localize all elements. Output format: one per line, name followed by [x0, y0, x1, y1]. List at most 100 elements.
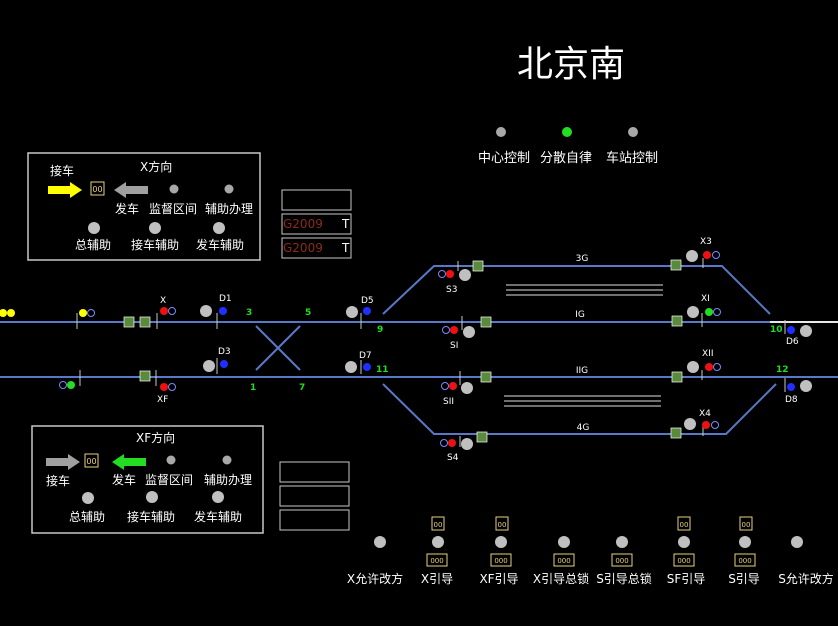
- train-window-3[interactable]: [279, 461, 350, 483]
- switch-12[interactable]: 12: [776, 365, 789, 375]
- x-guide-button[interactable]: [432, 536, 444, 548]
- approach-lamp-green: [67, 381, 75, 389]
- route-button-s3[interactable]: [472, 260, 484, 272]
- x-count: 00: [92, 185, 102, 194]
- platform-lower: [504, 395, 661, 407]
- distributed-control-lamp[interactable]: [562, 127, 572, 137]
- signal-si[interactable]: SI: [442, 326, 476, 351]
- signal-d3[interactable]: D3: [203, 347, 231, 372]
- switch-5[interactable]: 5: [305, 308, 311, 318]
- station-title: 北京南: [517, 44, 625, 85]
- x-monitor-lamp: [169, 184, 179, 194]
- signal-si-label: SI: [450, 341, 458, 351]
- x-receive-assist-button[interactable]: [149, 222, 161, 234]
- x-depart-assist-button[interactable]: [213, 222, 225, 234]
- x-assist-op-lamp: [224, 184, 234, 194]
- siding-4g-track[interactable]: [382, 383, 777, 435]
- x-assist-op-label: 辅助办理: [205, 201, 253, 216]
- x-direction-panel: 接车 X方向 00 发车 监督区间 辅助办理 总辅助 接车辅助 发车辅助: [27, 152, 261, 261]
- switch-1[interactable]: 1: [250, 383, 256, 393]
- signal-x3[interactable]: X3: [686, 237, 720, 262]
- signal-d8-label: D8: [785, 395, 798, 405]
- train-number-2: G2009: [283, 241, 323, 255]
- signal-x4[interactable]: X4: [684, 409, 719, 430]
- signal-s3[interactable]: S3: [438, 269, 472, 295]
- switch-7[interactable]: 7: [299, 383, 305, 393]
- crossover-b[interactable]: [255, 325, 301, 371]
- x-total-assist-button[interactable]: [88, 222, 100, 234]
- train-window-2[interactable]: [281, 237, 352, 259]
- s-guide-button[interactable]: [739, 536, 751, 548]
- signal-x[interactable]: X: [160, 296, 176, 315]
- signal-d1[interactable]: D1: [200, 294, 232, 317]
- signal-xi-label: XI: [701, 294, 710, 304]
- route-button-xi[interactable]: [671, 315, 683, 327]
- xf-guide-label: XF引导: [479, 572, 518, 586]
- signal-d5[interactable]: D5: [346, 296, 374, 318]
- route-button-xii[interactable]: [671, 371, 683, 383]
- x-guide-label: X引导: [421, 572, 453, 586]
- train-window-5[interactable]: [279, 509, 350, 531]
- switch-11[interactable]: 11: [376, 365, 389, 375]
- route-button-si[interactable]: [480, 316, 492, 328]
- x-total-assist-label: 总辅助: [75, 238, 111, 252]
- xf-depart-assist-button[interactable]: [212, 491, 224, 503]
- sf-guide-counter-box: [677, 516, 691, 531]
- signal-d7-label: D7: [359, 351, 372, 361]
- route-button-xf[interactable]: [139, 370, 151, 382]
- signal-d7[interactable]: D7: [345, 351, 372, 373]
- route-button-x-1[interactable]: [123, 316, 135, 328]
- switch-9[interactable]: 9: [377, 325, 383, 335]
- s-guide-counter-box: [739, 516, 753, 531]
- s-guide-counter2-box: [734, 553, 756, 567]
- s-allow-reverse-button[interactable]: [791, 536, 803, 548]
- train-window-group-upper: G2009 T G2009 T: [281, 189, 352, 259]
- train-window-4[interactable]: [279, 485, 350, 507]
- route-button-x-2[interactable]: [139, 316, 151, 328]
- x-receive-arrow-icon: [48, 182, 82, 198]
- signal-x3-label: X3: [700, 237, 712, 247]
- signal-d8[interactable]: D8: [785, 380, 812, 405]
- approach-signal-lower: [59, 381, 75, 389]
- sf-guide-counter2-box: [673, 553, 695, 567]
- sf-guide-button[interactable]: [678, 536, 690, 548]
- approach-lamp-yellow-2: [7, 309, 15, 317]
- xf-count-box: [84, 453, 99, 468]
- route-button-s4[interactable]: [476, 431, 488, 443]
- bottom-function-bar: 00 00 00 00 000 000 000 000 000 000 X允许改…: [347, 516, 834, 586]
- route-button-x3[interactable]: [670, 259, 682, 271]
- s-guide-counter: 00: [742, 521, 751, 529]
- siding-3g-track[interactable]: [382, 265, 771, 315]
- signal-d6[interactable]: D6: [786, 325, 812, 347]
- xf-guide-counter-box: [495, 516, 509, 531]
- xf-guide-button[interactable]: [495, 536, 507, 548]
- train-window-1[interactable]: [281, 213, 352, 235]
- xf-guide-counter: 00: [498, 521, 507, 529]
- x-panel-frame: [27, 152, 261, 261]
- x-guide-lock-button[interactable]: [558, 536, 570, 548]
- xf-panel-frame: [31, 425, 264, 534]
- center-control-lamp[interactable]: [496, 127, 506, 137]
- x-guide-counter-box: [431, 516, 445, 531]
- switch-10[interactable]: 10: [770, 325, 783, 335]
- train-window-empty[interactable]: [281, 189, 352, 211]
- signal-xi[interactable]: XI: [687, 294, 721, 318]
- x-depart-label: 发车: [115, 201, 139, 216]
- signal-xii[interactable]: XII: [687, 349, 721, 373]
- s-guide-lock-button[interactable]: [616, 536, 628, 548]
- xf-total-assist-button[interactable]: [82, 492, 94, 504]
- s-guide-counter2: 000: [738, 557, 751, 565]
- xf-panel-title: XF方向: [136, 430, 175, 445]
- route-button-sii[interactable]: [480, 371, 492, 383]
- route-button-x4[interactable]: [670, 427, 682, 439]
- track-label-3g: 3G: [576, 254, 589, 264]
- track-circuit-buttons: [123, 259, 683, 443]
- signal-sii[interactable]: SII: [441, 382, 474, 407]
- signal-s4[interactable]: S4: [440, 438, 474, 463]
- xf-receive-assist-button[interactable]: [146, 491, 158, 503]
- station-control-lamp[interactable]: [628, 127, 638, 137]
- approach-lamp-yellow-1: [0, 309, 7, 317]
- x-allow-reverse-button[interactable]: [374, 536, 386, 548]
- switch-3[interactable]: 3: [246, 308, 252, 318]
- signal-xf[interactable]: XF: [157, 383, 176, 405]
